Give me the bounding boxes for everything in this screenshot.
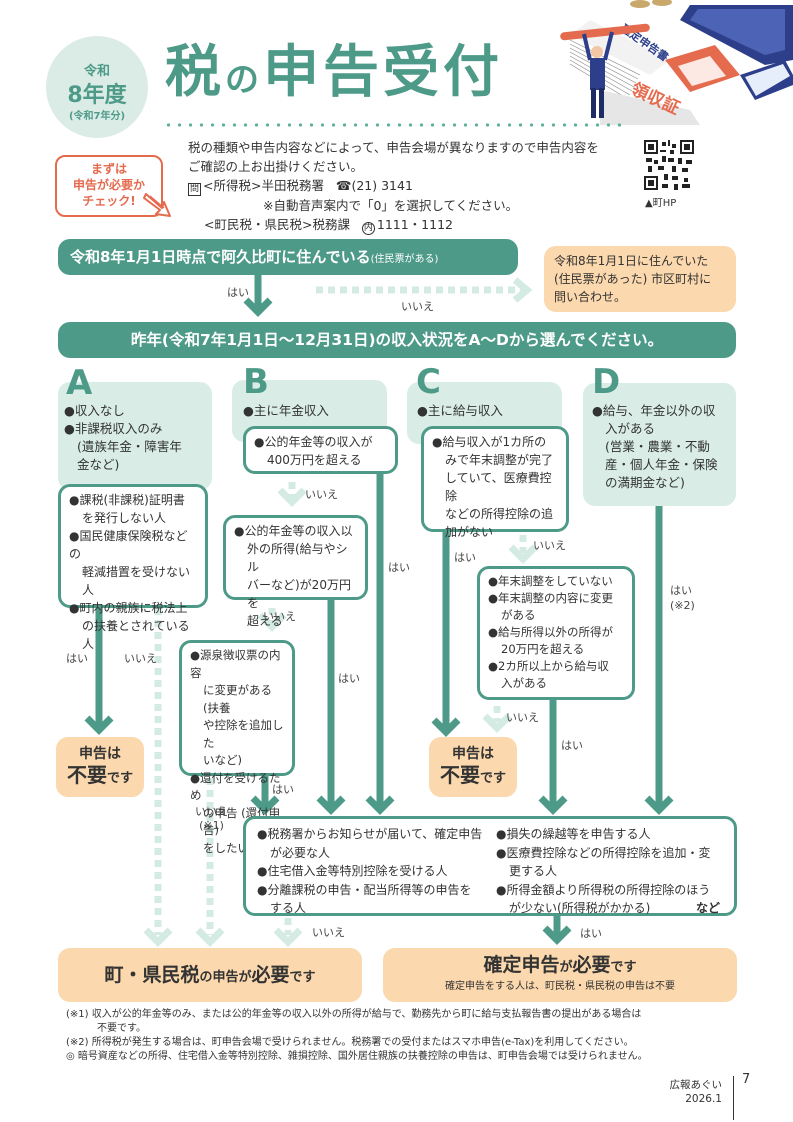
result-contact-municipality: 令和8年1月1日に住んでいた (住民票があった) 市区町村に 問い合わせ。 <box>544 246 736 312</box>
page-number: 7 <box>742 1072 751 1087</box>
label-yes: はい <box>272 783 294 796</box>
label-yes: はい <box>454 551 476 564</box>
label-no: いいえ <box>312 926 345 939</box>
final-criteria-box: ●税務署からお知らせが届いて、確定申告 が必要な人 ●住宅借入金等特別控除を受け… <box>243 816 737 916</box>
question-income-type: 昨年(令和7年1月1日〜12月31日)の収入状況をA〜Dから選んでください。 <box>58 322 736 358</box>
contact-income-tax: 問<所得税>半田税務署 ☎(21) 3141 <box>188 178 413 196</box>
intro-text: 税の種類や申告内容などによって、申告会場が異なりますので申告内容を ご確認の上お… <box>188 140 599 235</box>
arrowhead <box>365 795 395 815</box>
column-b-letter: B <box>243 362 269 402</box>
arrowhead <box>508 544 538 564</box>
phone-icon: ☎ <box>335 178 352 193</box>
result-not-required: 申告は 不要です <box>429 737 517 797</box>
column-c-condition-box-2: ●年末調整をしていない ●年末調整の内容に変更 がある ●給与所得以外の所得が … <box>477 566 635 700</box>
issue-date: 2026.1 <box>685 1093 722 1105</box>
footnote-3: ◎ 暗号資産などの所得、住宅借入金等特別控除、雑損控除、国外居住親族の扶養控除の… <box>66 1051 648 1062</box>
arrowhead <box>431 717 461 737</box>
result-local-tax-required: 町・県民税の申告が必要です <box>58 948 362 1002</box>
qr-code[interactable] <box>644 140 694 190</box>
qr-label: ▲町HP <box>645 198 677 209</box>
smartphone-icon <box>740 60 793 100</box>
arrowhead <box>512 277 533 303</box>
arrowhead <box>84 715 114 735</box>
label-no: いいえ <box>305 488 338 501</box>
arrowhead <box>538 795 568 815</box>
label-yes: はい <box>338 672 360 685</box>
column-d-panel <box>583 383 736 506</box>
column-a-letter: A <box>66 363 93 403</box>
year-number: 8年度 <box>67 83 127 108</box>
arrowhead <box>273 927 303 947</box>
label-yes: はい <box>227 286 249 299</box>
calculator-icon <box>665 45 740 92</box>
extension-number: 1111・1112 <box>376 217 453 232</box>
check-badge: まずは 申告が必要か チェック! <box>55 155 163 217</box>
column-b-condition-box-2: ●公的年金等の収入以 外の所得(給与やシル バーなど)が20万円を 超える <box>223 515 368 628</box>
column-d-letter: D <box>592 362 621 402</box>
label-no: いいえ <box>401 300 434 313</box>
arrowhead <box>277 487 307 507</box>
result-not-required: 申告は 不要です <box>56 737 144 797</box>
tax-illustration: 確定申告書 領収証 <box>560 0 793 125</box>
label-no: いいえ <box>533 539 566 552</box>
column-b-criteria: ●主に年金収入 <box>243 403 329 418</box>
laptop-icon <box>680 5 793 65</box>
year-period: (令和7年分) <box>68 111 126 122</box>
column-c-letter: C <box>416 362 441 402</box>
column-b-condition-box-1: ●公的年金等の収入が 400万円を超える <box>243 426 398 474</box>
arrowhead <box>542 925 572 945</box>
footnote-2: (※2) 所得税が発生する場合は、町申告会場で受けられません。税務署での受付また… <box>66 1037 634 1048</box>
footnote-1: (※1) 収入が公的年金等のみ、または公的年金等の収入以外の所得が給与で、勤務先… <box>66 1009 642 1020</box>
page-title: 税の申告受付 <box>165 40 503 105</box>
phone-number: (21) 3141 <box>351 178 413 193</box>
label-yes: はい <box>580 927 602 940</box>
arrowhead <box>243 297 273 317</box>
final-criteria-etc: など <box>695 901 720 915</box>
label-no-note1: いいえ (※1) <box>195 805 228 832</box>
extension-icon: 内 <box>361 222 375 235</box>
label-yes: はい <box>561 739 583 752</box>
footnotes: (※1) 収入が公的年金等のみ、または公的年金等の収入以外の所得が給与で、勤務先… <box>66 1009 648 1062</box>
label-no: いいえ <box>124 652 157 665</box>
column-a-condition-box: ●課税(非課税)証明書 を発行しない人 ●国民健康保険税などの 軽減措置を受けな… <box>58 484 208 651</box>
publication-name: 広報あぐい <box>669 1079 723 1091</box>
column-c-condition-box-1: ●給与収入が1カ所の みで年末調整が完了 していて、医療費控除 などの所得控除の… <box>421 426 569 539</box>
label-yes: はい <box>66 652 88 665</box>
final-criteria-right: ●損失の繰越等を申告する人 ●医療費控除などの所得控除を追加・変 更する人 ●所… <box>496 827 711 915</box>
year-era: 令和 <box>83 64 110 79</box>
column-a-criteria: ●収入なし ●非課税収入のみ (遺族年金・障害年 金など) <box>64 403 182 472</box>
column-c-criteria: ●主に給与収入 <box>417 403 503 418</box>
pointing-hand-icon <box>143 193 171 217</box>
inquiry-icon: 問 <box>188 183 201 196</box>
arrowhead <box>316 795 346 815</box>
label-no: いいえ <box>263 610 296 623</box>
column-a-panel <box>58 382 212 490</box>
label-yes: はい <box>388 561 410 574</box>
publication-info: 広報あぐい 2026.1 <box>660 1078 723 1106</box>
column-b-condition-box-3: ●源泉徴収票の内容 に変更がある(扶養 や控除を追加した いなど) ●還付を受け… <box>179 640 295 855</box>
arrowhead <box>644 795 674 815</box>
final-criteria-left: ●税務署からお知らせが届いて、確定申告 が必要な人 ●住宅借入金等特別控除を受け… <box>257 827 483 915</box>
result-final-return-required: 確定申告が必要です 確定申告をする人は、町民税・県民税の申告は不要 <box>383 948 737 1002</box>
person-icon <box>560 23 650 118</box>
label-yes-note2: はい (※2) <box>670 584 695 612</box>
arrowhead <box>195 927 225 947</box>
label-no: いいえ <box>506 711 539 724</box>
footer-divider <box>733 1076 734 1120</box>
question-residency: 令和8年1月1日時点で阿久比町に住んでいる(住民票がある) <box>58 239 518 275</box>
column-d-criteria: ●給与、年金以外の収 入がある (営業・農業・不動 産・個人年金・保険 の満期金… <box>592 403 718 490</box>
arrowhead <box>143 927 173 947</box>
fiscal-year-badge: 令和 8年度 (令和7年分) <box>46 36 148 138</box>
title-divider <box>163 123 623 127</box>
coins-icon <box>630 0 672 8</box>
